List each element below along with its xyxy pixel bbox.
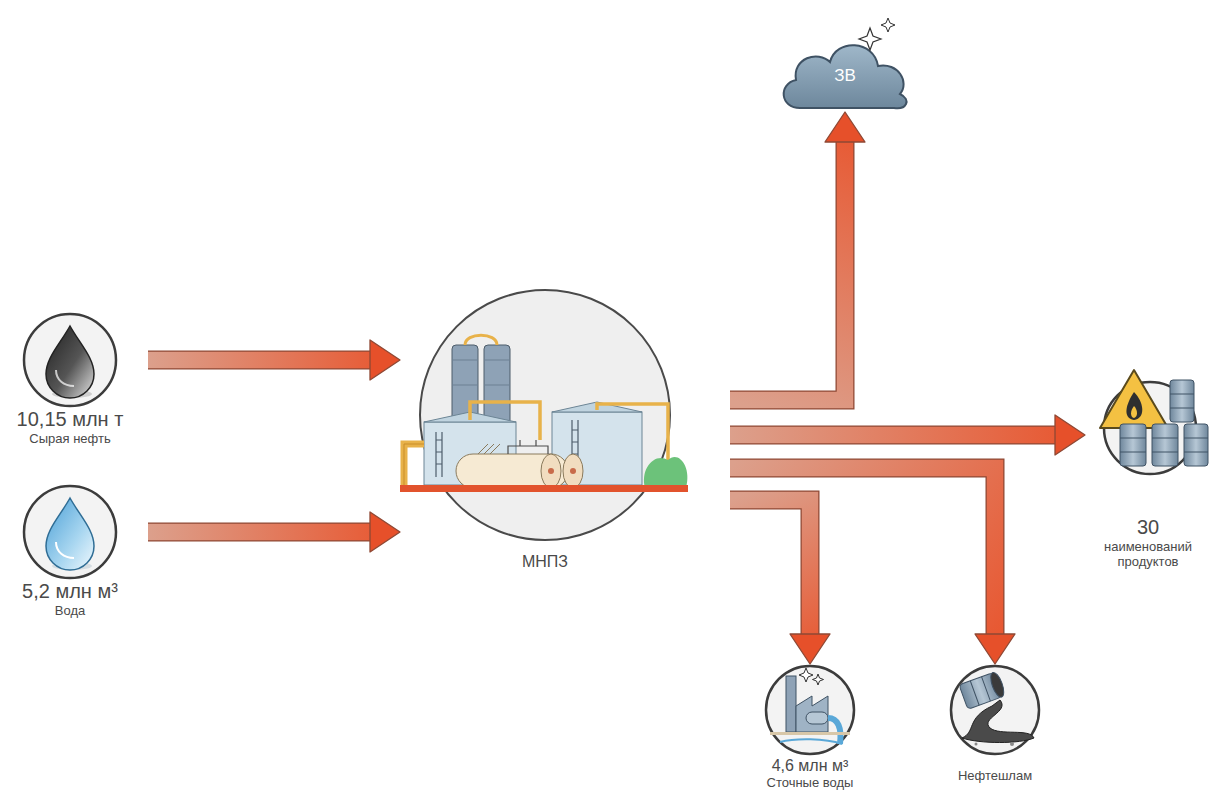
node-label: МНПЗ: [400, 552, 690, 571]
oil-icon: [24, 314, 116, 406]
sludge-icon: [951, 666, 1039, 754]
node-caption: Сырая нефть: [10, 431, 130, 446]
arrow-shaft: [730, 427, 1057, 444]
cloud-icon: [784, 18, 907, 108]
products-node: 30наименований продуктов: [1085, 370, 1211, 569]
node-caption: наименований продуктов: [1085, 539, 1211, 569]
products-icon: [1100, 370, 1208, 474]
arrow-outline: [730, 426, 1057, 445]
emissions-cloud-node: ЗВ: [785, 40, 905, 112]
flow-arrow: [730, 468, 1015, 664]
arrow-head: [1055, 415, 1085, 455]
arrow-shaft: [148, 352, 372, 369]
arrow-outline: [730, 500, 810, 636]
crude-oil-node: 10,15 млн тСырая нефть: [10, 310, 130, 446]
node-label: 5,2 млн м³: [10, 580, 130, 603]
node-label: 4,6 млн м³: [755, 756, 865, 775]
arrow-head: [790, 634, 830, 664]
node-label: ЗВ: [834, 66, 856, 86]
arrow-outline: [730, 468, 995, 636]
node-label: 10,15 млн т: [10, 408, 130, 431]
arrow-shaft: [730, 468, 995, 636]
water-icon: [24, 486, 116, 578]
node-caption: Сточные воды: [755, 775, 865, 790]
refinery-illustration: [400, 290, 688, 540]
arrow-head: [975, 634, 1015, 664]
arrow-head: [370, 512, 400, 552]
sludge-node: Нефтешлам: [940, 664, 1050, 783]
arrow-outline: [730, 140, 845, 400]
arrow-outline: [148, 351, 372, 370]
wastewater-node: 4,6 млн м³Сточные воды: [755, 664, 865, 790]
arrow-outline: [148, 523, 372, 542]
arrow-shaft: [730, 140, 845, 400]
flow-arrow: [730, 500, 830, 664]
water-node: 5,2 млн м³Вода: [10, 482, 130, 618]
wastewater-icon: [766, 666, 854, 754]
arrow-shaft: [148, 524, 372, 541]
node-label: Нефтешлам: [940, 768, 1050, 783]
arrow-head: [825, 112, 865, 142]
arrow-head: [370, 340, 400, 380]
flow-arrow: [730, 415, 1085, 455]
flow-arrow: [730, 112, 865, 400]
node-label: 30: [1085, 516, 1211, 539]
node-caption: Вода: [10, 603, 130, 618]
flow-arrow: [148, 512, 400, 552]
flow-arrow: [148, 340, 400, 380]
arrow-shaft: [730, 500, 810, 636]
refinery-node: МНПЗ: [400, 290, 690, 571]
